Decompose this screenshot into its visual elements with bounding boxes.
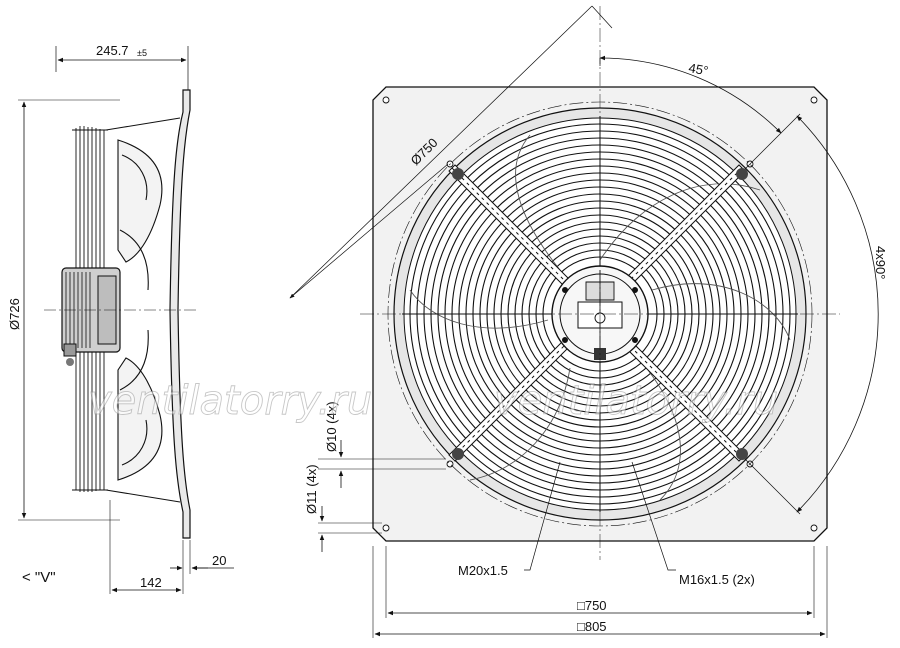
front-blades bbox=[409, 134, 791, 501]
front-view bbox=[289, 5, 879, 638]
hole-small-dimension: Ø10 (4x) bbox=[324, 401, 339, 452]
depth-dimension: 245.7 bbox=[96, 43, 129, 58]
side-view bbox=[18, 46, 234, 594]
hole-pattern: 4x90° bbox=[873, 246, 888, 279]
cable-gland-label: M20x1.5 bbox=[458, 563, 508, 578]
side-diameter: Ø726 bbox=[7, 298, 22, 330]
watermark-left: ventilatorry.ru bbox=[88, 378, 372, 424]
side-blades bbox=[117, 139, 163, 481]
hole-large-dimension: Ø11 (4x) bbox=[304, 464, 319, 514]
view-marker: < "V" bbox=[22, 569, 56, 586]
watermark-right: ventilatorry.ru bbox=[494, 378, 778, 424]
flange-thickness-dimension: 20 bbox=[212, 553, 226, 568]
side-motor bbox=[61, 267, 121, 366]
mount-thread-label: M16x1.5 (2x) bbox=[679, 572, 755, 587]
square-outer-dimension: □805 bbox=[577, 619, 607, 634]
depth-tolerance: ±5 bbox=[137, 48, 147, 58]
motor-depth-dimension: 142 bbox=[140, 575, 162, 590]
angle-45: 45° bbox=[687, 60, 709, 78]
square-inner-dimension: □750 bbox=[577, 598, 607, 613]
